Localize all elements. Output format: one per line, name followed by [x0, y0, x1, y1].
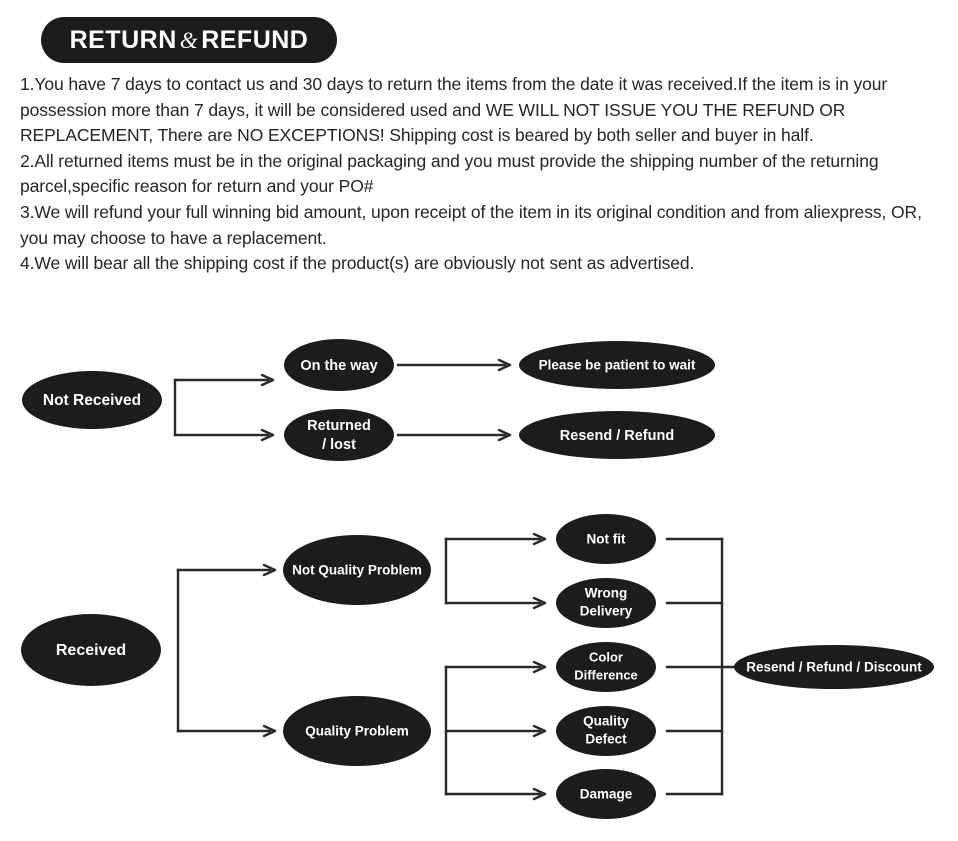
node-wrong-delivery-label-line1: Wrong [585, 586, 628, 601]
policy-item-4: 4.We will bear all the shipping cost if … [20, 253, 695, 274]
node-not-fit-shape [556, 514, 656, 564]
policy-item-2: 2.All returned items must be in the orig… [20, 150, 879, 197]
node-received-label: Received [56, 642, 126, 659]
return-process-flowchart: Not Received On the way Returned / lost … [21, 339, 934, 819]
policy-item-1: 1.You have 7 days to contact us and 30 d… [20, 74, 888, 146]
title-refund-text: REFUND [201, 25, 309, 54]
node-color-difference-shape [556, 642, 656, 692]
node-not-received-shape [22, 371, 162, 429]
node-color-difference: Color Difference [556, 642, 656, 692]
arrowhead-damage [532, 787, 547, 801]
node-returned-lost: Returned / lost [284, 409, 394, 461]
node-quality-defect-label-line2: Defect [585, 732, 627, 747]
node-wrong-delivery: Wrong Delivery [556, 578, 656, 628]
node-quality-problem-label: Quality Problem [305, 724, 409, 739]
title-ampersand: & [179, 27, 199, 53]
node-on-the-way-label: On the way [300, 358, 377, 374]
node-returned-lost-label-line1: Returned [307, 418, 371, 434]
node-color-difference-label-line2: Difference [574, 667, 638, 682]
node-quality-defect: Quality Defect [556, 706, 656, 756]
policy-item-3: 3.We will refund your full winning bid a… [20, 201, 922, 248]
node-quality-defect-label-line1: Quality [583, 714, 629, 729]
arrowhead-quality-defect [532, 724, 547, 738]
arrowhead-wrong-delivery [532, 596, 547, 610]
node-not-quality-problem-label: Not Quality Problem [292, 563, 422, 578]
return-refund-banner: RETURN&REFUND [41, 17, 337, 63]
node-not-received: Not Received [22, 371, 162, 429]
node-resend-refund: Resend / Refund [519, 411, 715, 459]
node-quality-problem-shape [283, 696, 431, 766]
node-damage: Damage [556, 769, 656, 819]
node-color-difference-label-line1: Color [589, 649, 623, 664]
node-on-the-way-shape [284, 339, 394, 391]
node-please-be-patient: Please be patient to wait [519, 341, 715, 389]
node-received: Received [21, 614, 161, 686]
node-not-received-label: Not Received [43, 392, 141, 409]
node-returned-lost-label-line2: / lost [322, 437, 356, 453]
node-not-quality-problem-shape [283, 535, 431, 605]
node-not-fit: Not fit [556, 514, 656, 564]
arrowhead-resend-refund [497, 428, 512, 442]
node-on-the-way: On the way [284, 339, 394, 391]
arrowhead-color-difference [532, 660, 547, 674]
arrowhead-not-fit [532, 532, 547, 546]
node-wrong-delivery-label-line2: Delivery [580, 604, 633, 619]
node-please-be-patient-label: Please be patient to wait [539, 358, 696, 373]
node-resend-refund-discount-label: Resend / Refund / Discount [746, 660, 922, 675]
node-returned-lost-shape [284, 409, 394, 461]
node-damage-shape [556, 769, 656, 819]
arrowhead-ontheway [260, 373, 275, 387]
arrowhead-please-wait [497, 358, 512, 372]
node-not-fit-label: Not fit [587, 532, 626, 547]
node-damage-label: Damage [580, 787, 633, 802]
node-wrong-delivery-shape [556, 578, 656, 628]
node-quality-defect-shape [556, 706, 656, 756]
arrowhead-returned [260, 428, 275, 442]
arrowhead-not-quality-problem [262, 563, 277, 577]
node-quality-problem: Quality Problem [283, 696, 431, 766]
arrowhead-quality-problem [262, 724, 277, 738]
page-title: RETURN&REFUND [70, 26, 309, 55]
node-resend-refund-shape [519, 411, 715, 459]
policy-text-block: 1.You have 7 days to contact us and 30 d… [20, 72, 945, 277]
node-not-quality-problem: Not Quality Problem [283, 535, 431, 605]
node-resend-refund-discount-shape [734, 645, 934, 689]
node-please-be-patient-shape [519, 341, 715, 389]
title-return-text: RETURN [69, 25, 177, 54]
node-resend-refund-label: Resend / Refund [560, 428, 674, 444]
node-resend-refund-discount: Resend / Refund / Discount [734, 645, 934, 689]
node-received-shape [21, 614, 161, 686]
